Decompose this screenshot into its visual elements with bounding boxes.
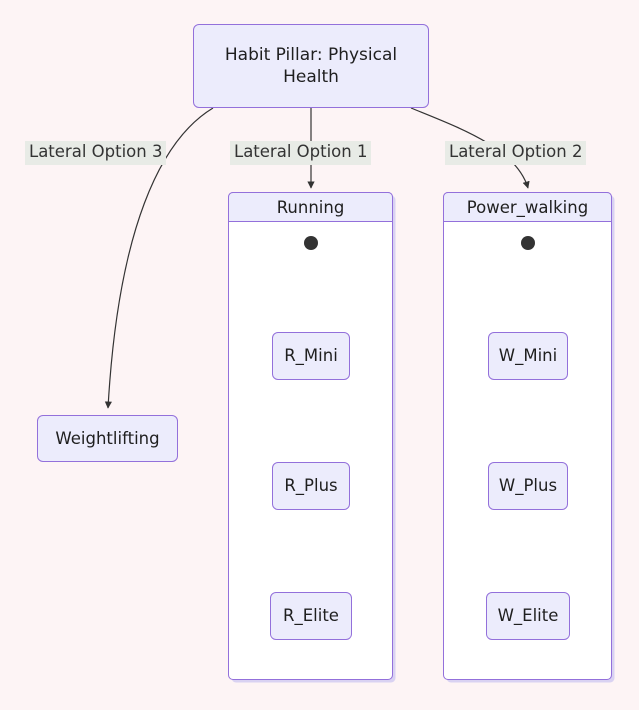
- node-weightlifting-label: Weightlifting: [55, 428, 160, 448]
- node-r-plus[interactable]: R_Plus: [272, 462, 350, 510]
- node-r-elite[interactable]: R_Elite: [270, 592, 352, 640]
- edge-label-2-text: Lateral Option 2: [449, 142, 583, 161]
- cluster-running-title-label: Running: [276, 197, 345, 217]
- node-habit-pillar[interactable]: Habit Pillar: Physical Health: [193, 24, 429, 108]
- node-r-mini[interactable]: R_Mini: [272, 332, 350, 380]
- cluster-power-walking-title-label: Power_walking: [466, 197, 589, 217]
- power-walking-start-state-dot: [521, 236, 535, 250]
- cluster-running-title: Running: [228, 192, 393, 222]
- node-w-elite[interactable]: W_Elite: [486, 592, 570, 640]
- edge-label-lateral-option-2: Lateral Option 2: [445, 141, 587, 165]
- cluster-power-walking-title: Power_walking: [443, 192, 612, 222]
- running-start-state-dot: [304, 236, 318, 250]
- node-w-plus-label: W_Plus: [498, 476, 558, 496]
- node-weightlifting[interactable]: Weightlifting: [37, 415, 178, 462]
- node-w-mini[interactable]: W_Mini: [488, 332, 568, 380]
- node-w-plus[interactable]: W_Plus: [488, 462, 568, 510]
- edge-label-lateral-option-1: Lateral Option 1: [230, 141, 372, 165]
- node-r-plus-label: R_Plus: [284, 476, 338, 496]
- edge-label-3-text: Lateral Option 3: [29, 142, 163, 161]
- node-w-elite-label: W_Elite: [497, 606, 559, 626]
- node-habit-pillar-label: Habit Pillar: Physical Health: [224, 44, 398, 87]
- node-r-elite-label: R_Elite: [283, 606, 339, 626]
- node-r-mini-label: R_Mini: [284, 346, 338, 366]
- node-w-mini-label: W_Mini: [498, 346, 558, 366]
- edge-label-1-text: Lateral Option 1: [234, 142, 368, 161]
- edge-label-lateral-option-3: Lateral Option 3: [25, 141, 167, 165]
